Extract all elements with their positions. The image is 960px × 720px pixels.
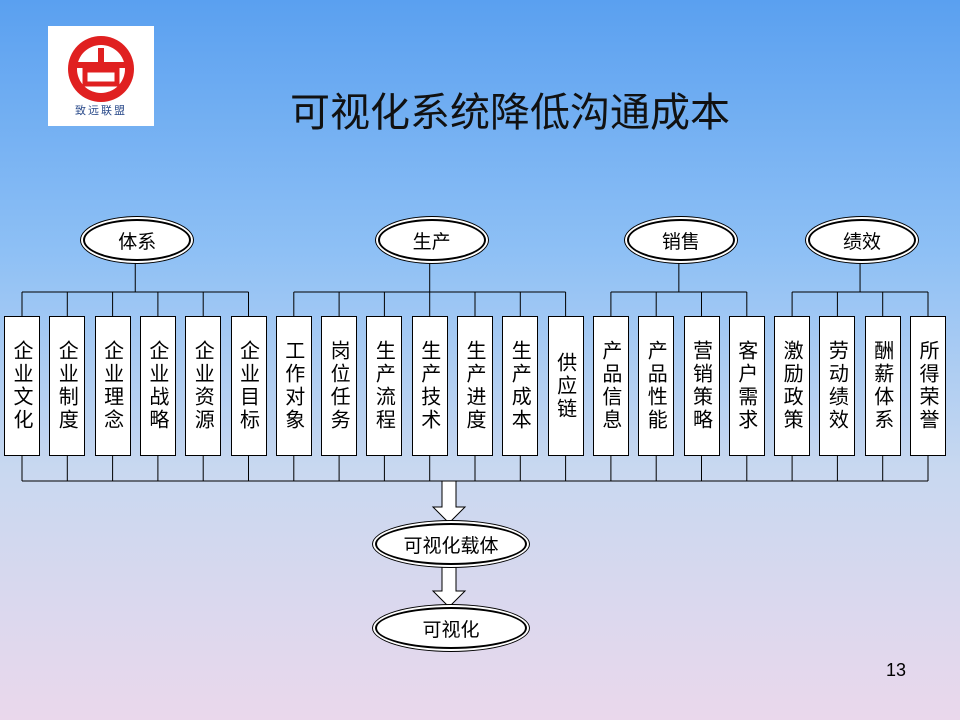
leaf-label: 劳动绩效 xyxy=(825,340,850,432)
leaf-box: 企业理念 xyxy=(94,316,131,456)
leaf-label: 企业目标 xyxy=(236,340,261,432)
leaf-box: 营销策略 xyxy=(683,316,720,456)
leaf-box: 企业制度 xyxy=(49,316,86,456)
leaf-label: 岗位任务 xyxy=(327,340,352,432)
leaf-box: 酬薪体系 xyxy=(864,316,901,456)
leaf-label: 企业理念 xyxy=(100,340,125,432)
leaf-label: 供应链 xyxy=(553,351,578,421)
leaf-label: 生产进度 xyxy=(463,340,487,432)
category-oval: 体系 xyxy=(83,219,192,261)
leaf-label: 产品信息 xyxy=(598,340,623,432)
leaf-box: 激励政策 xyxy=(774,316,811,456)
leaf-box: 生产流程 xyxy=(366,316,403,456)
leaf-label: 所得荣誉 xyxy=(916,340,940,432)
leaf-box: 岗位任务 xyxy=(321,316,358,456)
page-number: 13 xyxy=(885,660,906,680)
leaf-label: 客户需求 xyxy=(734,340,759,432)
leaf-box: 生产成本 xyxy=(502,316,539,456)
logo: 致远联盟 xyxy=(48,26,154,126)
leaf-box: 生产技术 xyxy=(411,316,448,456)
leaf-box: 工作对象 xyxy=(275,316,312,456)
leaf-label: 营销策略 xyxy=(689,340,714,432)
category-oval: 生产 xyxy=(377,219,486,261)
leaf-box: 生产进度 xyxy=(457,316,493,456)
logo-emblem-icon xyxy=(68,36,134,102)
leaf-label: 生产技术 xyxy=(417,340,442,432)
leaf-label: 工作对象 xyxy=(281,340,306,432)
leaf-box: 所得荣誉 xyxy=(910,316,946,456)
leaf-box: 产品信息 xyxy=(592,316,629,456)
logo-text: 致远联盟 xyxy=(75,104,127,117)
result-oval: 可视化 xyxy=(375,607,527,649)
carrier-oval: 可视化载体 xyxy=(375,523,527,565)
leaf-label: 激励政策 xyxy=(780,340,805,432)
leaf-label: 企业资源 xyxy=(191,340,216,432)
leaf-label: 企业制度 xyxy=(55,340,80,432)
down-arrow-icon xyxy=(431,562,467,608)
leaf-label: 生产成本 xyxy=(508,340,533,432)
page-title: 可视化系统降低沟通成本 xyxy=(290,90,730,136)
leaf-box: 企业战略 xyxy=(139,316,176,456)
leaf-label: 酬薪体系 xyxy=(870,340,895,432)
leaf-label: 企业文化 xyxy=(10,340,34,432)
leaf-box: 客户需求 xyxy=(728,316,765,456)
category-oval: 销售 xyxy=(626,219,735,261)
leaf-label: 生产流程 xyxy=(372,340,397,432)
leaf-box: 产品性能 xyxy=(638,316,675,456)
leaf-box: 企业文化 xyxy=(4,316,40,456)
leaf-box: 企业资源 xyxy=(185,316,222,456)
leaf-label: 企业战略 xyxy=(145,340,170,432)
leaf-label: 产品性能 xyxy=(644,340,669,432)
category-oval: 绩效 xyxy=(808,219,917,261)
leaf-box: 企业目标 xyxy=(230,316,267,456)
leaf-box: 供应链 xyxy=(547,316,584,456)
leaf-box: 劳动绩效 xyxy=(819,316,856,456)
down-arrow-icon xyxy=(431,480,467,524)
